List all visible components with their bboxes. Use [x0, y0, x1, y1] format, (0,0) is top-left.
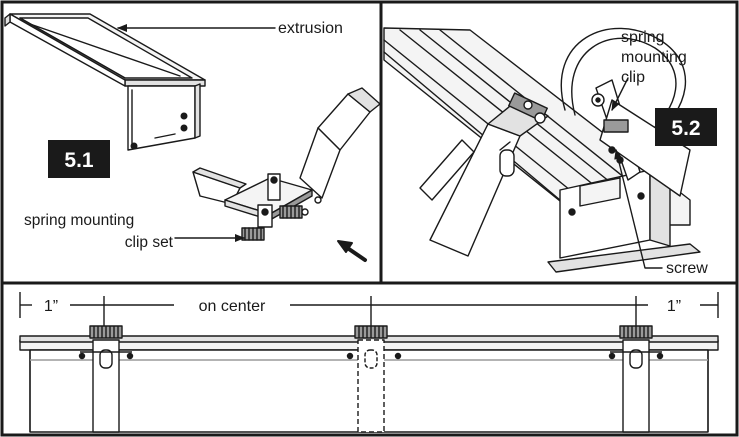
extrusion-label: extrusion: [278, 20, 343, 37]
screw-leader-arrow-icon: [614, 149, 663, 269]
clip-label-line2: mounting: [621, 49, 687, 66]
clip-set-drawing: [192, 87, 381, 241]
clip-set-label-line1: spring mounting: [24, 212, 134, 229]
spring-coil-upper: [279, 205, 303, 219]
left-offset-label: 1”: [44, 298, 58, 315]
step-badge-5-2: [655, 108, 717, 146]
panel-spacing: [19, 292, 719, 433]
extrusion-closeup-drawing: [383, 27, 701, 273]
clip-label-line3: clip: [621, 69, 645, 86]
step-badge-5-1-text: 5.1: [64, 149, 94, 172]
right-spring-clip: [591, 79, 691, 197]
clip-leader-arrow-icon-5-2: [611, 77, 629, 111]
panel-5-2: [383, 27, 701, 273]
clip-label-line1: spring: [621, 29, 665, 46]
step-badge-5-1: [48, 140, 110, 178]
wire-loop: [560, 27, 687, 141]
left-spring-clip: [419, 92, 549, 257]
clip-set-label-line2: clip set: [125, 234, 174, 251]
screw-label: screw: [666, 260, 708, 277]
extrusion-drawing: [4, 13, 206, 151]
on-center-label: on center: [199, 298, 266, 315]
spacing-clip-center: [346, 325, 402, 433]
spacing-clip-right: [608, 325, 664, 433]
spring-coil-lower: [241, 227, 265, 241]
spacing-clip-left: [78, 325, 134, 433]
step-badge-5-2-text: 5.2: [671, 117, 700, 140]
arrow-icon: [337, 240, 367, 262]
panel-5-1: [4, 13, 381, 262]
right-offset-label: 1”: [667, 298, 681, 315]
